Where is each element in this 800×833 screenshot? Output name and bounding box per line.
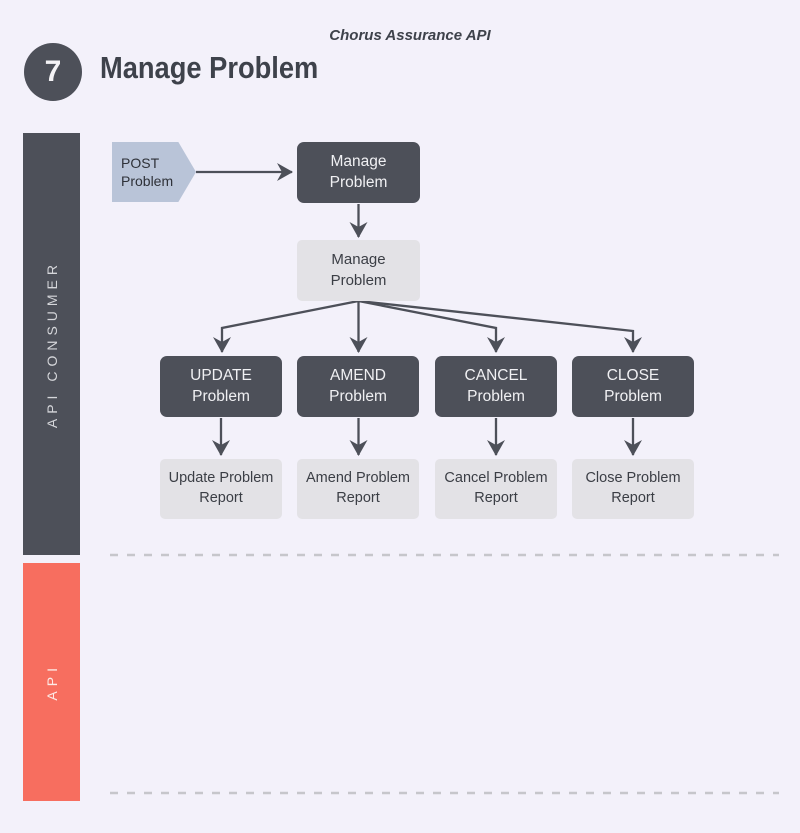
node-label-line: Manage [330,152,387,170]
node-label-line: Problem [329,173,388,191]
node-label-line: Manage [331,251,386,269]
event-flag-line2: Problem [121,173,174,189]
step-number-badge: 7 [24,43,82,101]
node-cancel-problem: CANCEL Problem [435,356,557,417]
node-manage-problem-command: Manage Problem [297,142,420,203]
event-flag-line1: POST [121,154,160,171]
node-label: Cancel Problem Report [444,470,548,506]
node-label-line: Problem [604,387,662,405]
node-manage-problem-state: Manage Problem [297,240,420,301]
node-update-problem: UPDATE Problem [160,356,282,417]
node-close-problem-report: Close Problem Report [572,459,694,519]
node-cancel-problem-report: Cancel Problem Report [435,459,557,519]
node-label-line: CLOSE [606,366,660,384]
node-close-problem: CLOSE Problem [572,356,694,417]
node-label: Amend Problem Report [306,470,410,506]
node-label-line: Problem [467,387,525,405]
node-label-line: UPDATE [190,366,252,384]
node-label: Close Problem Report [585,470,681,506]
node-label-line: AMEND [330,366,386,384]
arrow-fan-update [213,299,359,353]
event-flag-post-problem: POST Problem [112,142,196,202]
arrow-fan-close [358,299,642,353]
node-label-line: Problem [329,387,387,405]
document-subtitle: Chorus Assurance API [329,27,491,44]
node-amend-problem: AMEND Problem [297,356,419,417]
node-label: Update Problem Report [168,470,274,506]
node-label-line: CANCEL [464,366,528,384]
node-update-problem-report: Update Problem Report [160,459,282,519]
lane-api: API [23,563,80,801]
step-number: 7 [44,55,62,88]
node-amend-problem-report: Amend Problem Report [297,459,419,519]
arrow-fan-cancel [358,299,505,353]
node-label-line: Problem [330,271,387,289]
page-title: Manage Problem [100,50,319,85]
lane-api-consumer: API CONSUMER [23,133,80,555]
node-label-line: Problem [192,387,250,405]
